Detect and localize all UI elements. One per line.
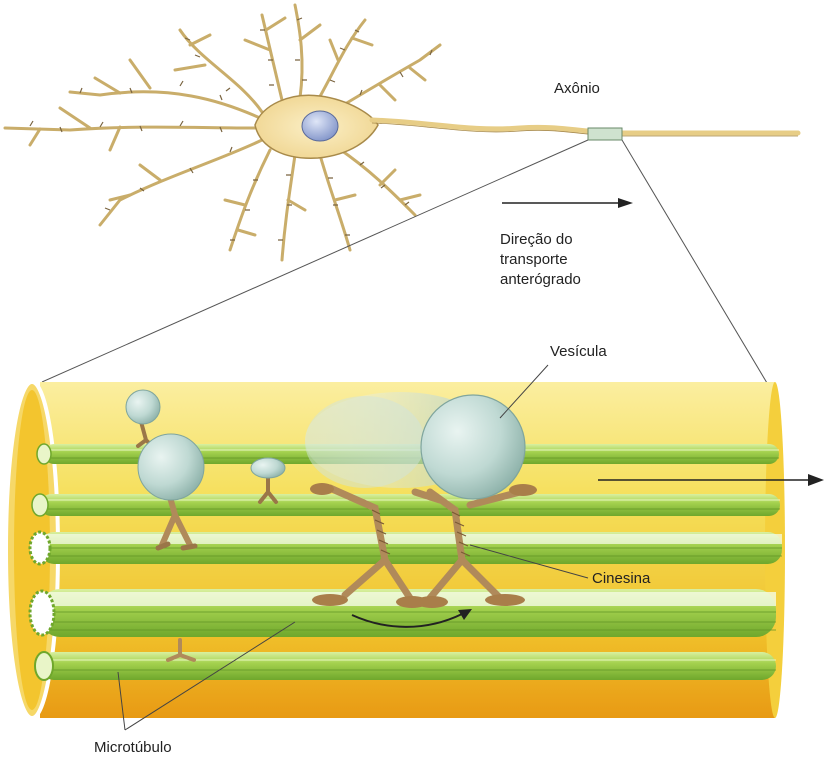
small-vesicle-2 <box>137 433 205 551</box>
kinesin-step-arrow <box>351 613 463 628</box>
zoom-line-left <box>41 139 589 383</box>
label-direction-3: anterógrado <box>500 271 581 288</box>
axon-segment <box>4 380 824 720</box>
nucleus <box>301 110 339 142</box>
kinesin-twist <box>371 509 471 557</box>
label-direction-2: transporte <box>500 251 568 268</box>
microtubule-3 <box>28 530 782 566</box>
dendrites <box>3 3 442 262</box>
direction-arrow-head <box>618 198 633 208</box>
microtubule-4 <box>28 589 776 637</box>
vesicle-pointer <box>499 364 549 419</box>
small-vesicle-3 <box>250 457 286 504</box>
kinesin-pointer <box>469 544 589 579</box>
kinesin-feet <box>310 483 537 608</box>
dendrite-spines <box>29 17 433 241</box>
label-direction-1: Direção do <box>500 231 573 248</box>
neuron <box>3 3 801 262</box>
microtubule-2 <box>31 493 780 517</box>
microtubule-5 <box>34 651 776 681</box>
small-vesicle-4 <box>166 638 196 662</box>
label-vesicle: Vesícula <box>550 343 607 360</box>
kinesin-motor <box>326 484 524 602</box>
microtubule-pointer-1 <box>124 621 296 731</box>
microtubule-pointer-2 <box>117 671 126 731</box>
zoom-line-right <box>621 139 771 389</box>
transport-arrow-head <box>808 474 824 486</box>
axon-zoom-region <box>587 127 623 141</box>
label-kinesin: Cinesina <box>592 570 651 587</box>
label-axon: Axônio <box>554 80 600 97</box>
large-vesicle <box>420 394 526 500</box>
axon <box>369 117 801 136</box>
label-microtubule: Microtúbulo <box>94 739 172 756</box>
